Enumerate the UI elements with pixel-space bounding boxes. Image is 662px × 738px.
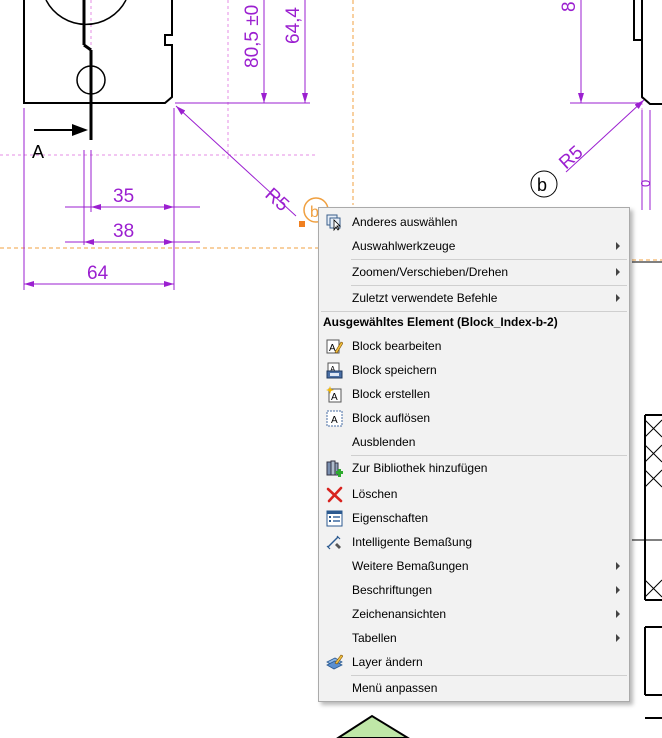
menu-item-properties[interactable]: Eigenschaften — [319, 506, 629, 530]
menu-item-annotations[interactable]: Beschriftungen — [319, 578, 629, 602]
smart-dimension-icon — [326, 535, 341, 550]
submenu-arrow-icon — [616, 268, 620, 276]
menu-label-change-layer: Layer ändern — [352, 655, 423, 669]
menu-item-customize-menu[interactable]: Menü anpassen — [319, 676, 629, 700]
menu-label-more-dimensions: Weitere Bemaßungen — [352, 559, 469, 573]
radius-leader-left[interactable] — [175, 105, 297, 217]
menu-item-zoom-pan-rotate[interactable]: Zoomen/Verschieben/Drehen — [319, 260, 629, 284]
delete-icon — [326, 486, 343, 503]
svg-text:A: A — [329, 343, 336, 354]
layer-icon — [326, 654, 343, 670]
menu-separator — [321, 311, 627, 312]
menu-label-smart-dimension: Intelligente Bemaßung — [352, 535, 473, 549]
menu-label-tables: Tabellen — [352, 631, 397, 645]
menu-item-save-block[interactable]: A Block speichern — [319, 358, 629, 382]
save-block-icon: A — [326, 362, 343, 379]
radius-label-right[interactable]: R5 — [555, 142, 587, 174]
menu-label-properties: Eigenschaften — [352, 511, 429, 525]
menu-item-edit-block[interactable]: A Block bearbeiten — [319, 334, 629, 358]
submenu-arrow-icon — [616, 610, 620, 618]
dimension-lines-vertical[interactable] — [175, 0, 310, 104]
menu-item-delete[interactable]: Löschen — [319, 482, 629, 506]
menu-separator — [351, 259, 627, 260]
menu-label-annotations: Beschriftungen — [352, 583, 433, 597]
submenu-arrow-icon — [616, 562, 620, 570]
radius-label-left[interactable]: R5 — [261, 184, 293, 216]
menu-label-recent-commands: Zuletzt verwendete Befehle — [352, 291, 498, 305]
submenu-arrow-icon — [616, 634, 620, 642]
menu-item-recent-commands[interactable]: Zuletzt verwendete Befehle — [319, 286, 629, 310]
dimension-38[interactable]: 38 — [113, 221, 134, 242]
construction-lines — [0, 0, 354, 249]
menu-item-select-other[interactable]: Anderes auswählen — [319, 210, 629, 234]
dimension-lines-bottom[interactable] — [23, 108, 200, 290]
menu-label-edit-block: Block bearbeiten — [352, 339, 442, 353]
dimension-64-4[interactable]: 64,4 — [283, 7, 304, 44]
dimension-80-5[interactable]: 80,5 ±0 — [242, 5, 263, 68]
part-geometry-left — [23, 0, 173, 140]
menu-item-hide[interactable]: Ausblenden — [319, 430, 629, 454]
svg-text:A: A — [330, 365, 336, 374]
view-label-a: A — [32, 142, 44, 162]
menu-label-create-block: Block erstellen — [352, 387, 431, 401]
menu-label-delete: Löschen — [352, 487, 398, 501]
explode-block-icon: A — [326, 410, 343, 427]
edit-block-icon: A — [326, 339, 343, 354]
menu-separator — [351, 285, 627, 286]
menu-header-selected-element: Ausgewähltes Element (Block_Index-b-2) — [319, 310, 629, 334]
menu-item-drawing-views[interactable]: Zeichenansichten — [319, 602, 629, 626]
menu-label-selected-element: Ausgewähltes Element (Block_Index-b-2) — [323, 315, 558, 329]
menu-item-explode-block[interactable]: A Block auflösen — [319, 406, 629, 430]
menu-label-select-other: Anderes auswählen — [352, 215, 458, 229]
context-menu: Anderes auswählen Auswahlwerkzeuge Zoome… — [318, 207, 630, 702]
balloon-b-label: b — [537, 175, 547, 195]
dimension-8[interactable]: 8 — [559, 1, 580, 12]
create-block-icon: A — [326, 386, 342, 403]
menu-item-more-dimensions[interactable]: Weitere Bemaßungen — [319, 554, 629, 578]
select-other-icon — [326, 214, 341, 231]
menu-item-change-layer[interactable]: Layer ändern — [319, 650, 629, 674]
menu-label-zoom-pan-rotate: Zoomen/Verschieben/Drehen — [352, 265, 509, 279]
balloon-b[interactable]: b — [530, 170, 558, 198]
menu-label-customize-menu: Menü anpassen — [352, 681, 438, 695]
iso-view-shape — [336, 714, 410, 738]
dimension-35[interactable]: 35 — [113, 186, 134, 207]
menu-label-explode-block: Block auflösen — [352, 411, 431, 425]
menu-label-selection-tools: Auswahlwerkzeuge — [352, 239, 456, 253]
menu-item-create-block[interactable]: A Block erstellen — [319, 382, 629, 406]
part-geometry-far-right — [644, 414, 662, 719]
selected-block-balloon: b — [310, 204, 319, 221]
svg-text:A: A — [331, 392, 338, 403]
menu-item-add-to-library[interactable]: Zur Bibliothek hinzufügen — [319, 456, 629, 480]
hatch-lines — [644, 419, 662, 598]
menu-item-selection-tools[interactable]: Auswahlwerkzeuge — [319, 234, 629, 258]
menu-item-tables[interactable]: Tabellen — [319, 626, 629, 650]
menu-label-hide: Ausblenden — [352, 435, 416, 449]
svg-text:A: A — [331, 415, 338, 426]
library-add-icon — [326, 460, 343, 477]
section-arrow-a: A — [32, 124, 88, 162]
dimension-lines-right[interactable] — [565, 0, 651, 210]
edge-label-zero: 0 — [638, 180, 653, 187]
properties-icon — [326, 510, 343, 527]
submenu-arrow-icon — [616, 294, 620, 302]
menu-label-save-block: Block speichern — [352, 363, 437, 377]
menu-label-add-to-library: Zur Bibliothek hinzufügen — [352, 461, 488, 475]
menu-item-smart-dimension[interactable]: Intelligente Bemaßung — [319, 530, 629, 554]
part-geometry-right — [633, 0, 662, 105]
menu-separator — [351, 675, 627, 676]
menu-separator — [351, 455, 627, 456]
dimension-64[interactable]: 64 — [87, 263, 109, 284]
submenu-arrow-icon — [616, 586, 620, 594]
submenu-arrow-icon — [616, 242, 620, 250]
menu-label-drawing-views: Zeichenansichten — [352, 607, 447, 621]
